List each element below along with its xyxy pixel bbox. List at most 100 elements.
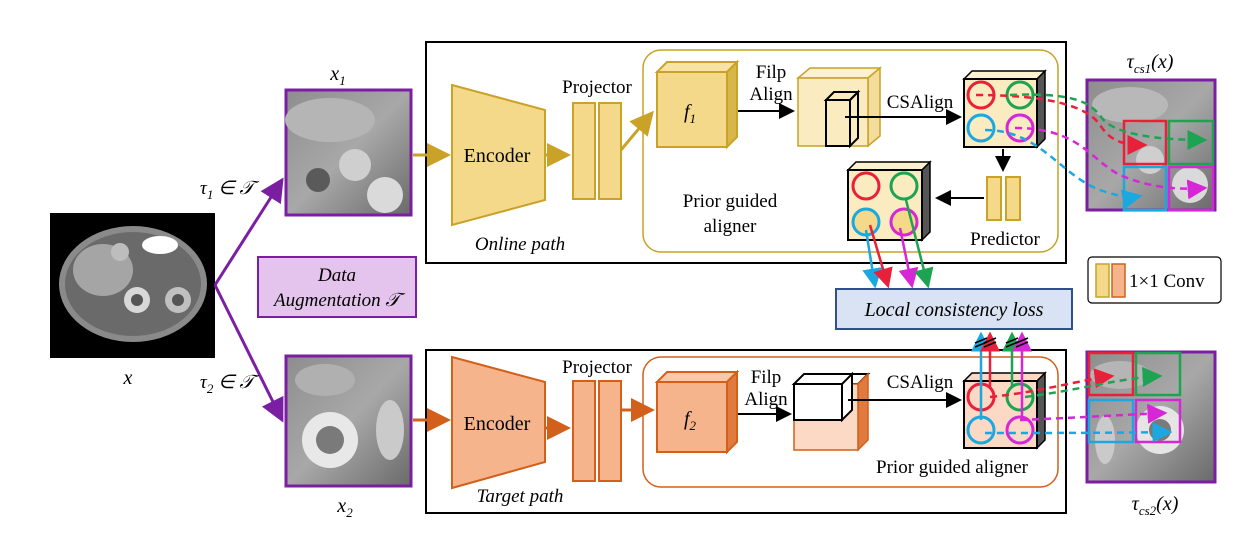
online-projector-conv-2 (598, 102, 622, 200)
f1-symbol: f (684, 101, 692, 123)
target-f2-cube (654, 369, 740, 455)
svg-text:x1: x1 (329, 63, 345, 88)
online-aligned-feature-cube (962, 69, 1047, 149)
online-dashed-cyan (984, 128, 1143, 210)
svg-text:τ1 ∈ 𝒯: τ1 ∈ 𝒯 (200, 178, 259, 202)
predictor-conv-2 (1005, 176, 1021, 221)
tau-cs2-argument: (x) (1156, 493, 1179, 515)
online-align-label: Align (749, 84, 793, 105)
tau-cs1-subscript: cs1 (1134, 61, 1151, 76)
target-align-label: Align (744, 389, 788, 410)
legend-conv-label: 1×1 Conv (1129, 271, 1205, 292)
svg-text:τ2 ∈ 𝒯: τ2 ∈ 𝒯 (200, 372, 259, 396)
f2-subscript: 2 (690, 418, 697, 433)
predicted-region-green (889, 171, 919, 201)
tau-cs2-box-cyan (1087, 398, 1135, 444)
svg-text:τcs2(x): τcs2(x) (1132, 493, 1179, 518)
x2-subscript: 2 (346, 505, 353, 520)
pred-to-loss-red (868, 224, 893, 289)
svg-text:τcs1(x): τcs1(x) (1127, 51, 1174, 76)
aug-arrow-top (213, 177, 284, 286)
predicted-region-red (851, 171, 881, 201)
online-path-box (425, 41, 1067, 264)
data-augmentation-label-1: Data (317, 265, 356, 286)
predicted-feature-cube (846, 160, 932, 242)
tau1-symbol: τ (200, 178, 208, 199)
local-consistency-loss-box (835, 288, 1073, 330)
tau1-subscript: 1 (207, 187, 214, 202)
legend-conv-icon-1 (1095, 263, 1110, 298)
target-dashed-green (1024, 366, 1163, 399)
online-csalign-label: CSAlign (887, 92, 954, 113)
x1-view-image (284, 88, 413, 217)
online-path-label: Online path (475, 234, 565, 255)
input-label: x (123, 367, 133, 389)
online-f1-cube (654, 59, 740, 150)
target-region-magenta (1005, 415, 1035, 445)
f2-symbol: f (684, 408, 692, 430)
online-dashed-green (1009, 93, 1208, 150)
pred-to-loss-magenta (898, 227, 919, 289)
tau-cs1-box-cyan (1122, 165, 1168, 212)
tau2-subscript: 2 (207, 381, 214, 396)
svg-text:f2: f2 (684, 408, 697, 433)
predictor-label: Predictor (970, 229, 1040, 250)
online-encoder (451, 83, 546, 227)
target-dashed-magenta (1019, 403, 1168, 424)
tau-cs1-box-green (1167, 119, 1215, 166)
online-encoder-label: Encoder (464, 145, 531, 167)
pred-to-loss-green (904, 199, 934, 289)
target-encoder (451, 355, 546, 490)
tau-cs1-image (1085, 78, 1217, 212)
x1-symbol: x (329, 63, 339, 85)
data-augmentation-label-2: Augmentation 𝒯 (272, 290, 405, 311)
data-augmentation-box (257, 256, 417, 318)
target-path-box (425, 349, 1067, 514)
online-dashed-red (975, 93, 1148, 155)
target-dashed-red (989, 368, 1115, 399)
target-projector-label: Projector (562, 357, 632, 378)
x1-subscript: 1 (339, 73, 346, 88)
target-aligned-feature-cube (962, 371, 1047, 450)
online-filp-label: Filp (756, 62, 787, 83)
target-csalign-label: CSAlign (887, 372, 954, 393)
tau2-symbol: τ (200, 372, 208, 393)
tau-cs2-box-red (1087, 351, 1135, 397)
target-projector-conv-2 (598, 380, 622, 482)
tau-cs2-box-green (1134, 351, 1182, 397)
online-aligner-label-1: Prior guided (683, 191, 778, 212)
svg-text:x2: x2 (336, 495, 353, 520)
predictor-conv-1 (986, 176, 1002, 221)
target-aligner-box (642, 356, 1059, 488)
online-region-cyan (966, 113, 996, 143)
target-dashed-cyan (984, 422, 1173, 443)
online-projector-label: Projector (562, 77, 632, 98)
online-aligner-label-2: aligner (704, 216, 757, 237)
target-path-label: Target path (477, 486, 564, 507)
tau1-set: ∈ 𝒯 (213, 178, 259, 199)
stop-gradient-marks (974, 337, 1029, 348)
online-aligner-box (642, 49, 1059, 253)
online-projector-arrow (619, 110, 654, 151)
tau-cs2-symbol: τ (1132, 493, 1140, 515)
x2-symbol: x (336, 495, 346, 517)
target-projector-conv-1 (572, 380, 596, 482)
x2-view-image (284, 354, 413, 488)
svg-text:f1: f1 (684, 101, 696, 126)
input-ct-image (50, 213, 215, 358)
tau2-set: ∈ 𝒯 (213, 372, 259, 393)
local-consistency-loss-label: Local consistency loss (864, 299, 1044, 321)
target-filp-label: Filp (751, 367, 782, 388)
target-aligner-label: Prior guided aligner (876, 457, 1029, 478)
target-flipped-feature-cube (791, 371, 871, 452)
target-encoder-label: Encoder (464, 413, 531, 435)
tau-cs1-symbol: τ (1127, 51, 1135, 73)
legend-conv-icon-2 (1111, 263, 1126, 298)
aug-arrow-bottom (213, 284, 284, 423)
f1-subscript: 1 (690, 111, 697, 126)
online-flipped-feature-cube (795, 66, 883, 149)
online-projector-conv-1 (572, 102, 596, 200)
target-region-green (1005, 382, 1035, 412)
tau-cs2-subscript: cs2 (1139, 503, 1157, 518)
